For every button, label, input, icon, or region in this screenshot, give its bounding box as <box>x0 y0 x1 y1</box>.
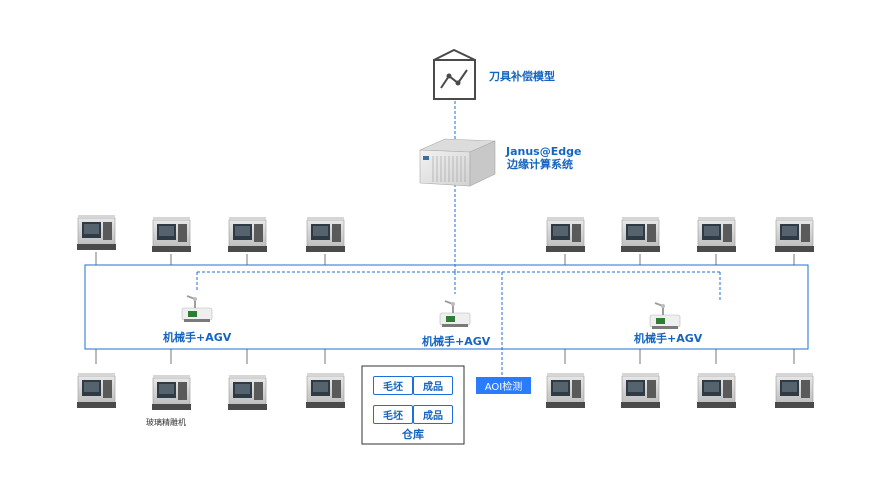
cnc-machine-icon <box>620 216 661 253</box>
cnc-machine-icon <box>696 216 737 253</box>
main-bus-frame <box>84 264 809 350</box>
robot-label: 机械手+AGV <box>634 332 703 345</box>
cnc-machine-icon <box>545 216 586 253</box>
warehouse-item-blank: 毛坯 <box>373 376 413 395</box>
cnc-machine-icon <box>774 216 815 253</box>
cnc-machine-icon <box>696 372 737 409</box>
warehouse-item-blank: 毛坯 <box>373 405 413 424</box>
model-icon <box>433 48 476 100</box>
robot-agv-icon <box>181 295 213 323</box>
machine-label: 玻璃精雕机 <box>146 418 186 427</box>
cnc-machine-icon <box>151 216 192 253</box>
cnc-machine-icon <box>305 372 346 409</box>
cnc-machine-icon <box>774 372 815 409</box>
cnc-machine-icon <box>305 216 346 253</box>
aoi-inspection-badge: AOI检测 <box>476 377 531 394</box>
cnc-machine-icon <box>76 214 117 251</box>
robot-label: 机械手+AGV <box>422 335 491 348</box>
cnc-machine-icon <box>227 216 268 253</box>
machine-connectors <box>95 252 795 364</box>
model-label: 刀具补偿模型 <box>489 70 555 83</box>
edge-server-icon <box>419 138 496 187</box>
warehouse-frame <box>361 365 465 445</box>
warehouse-item-product: 成品 <box>413 376 453 395</box>
robot-label: 机械手+AGV <box>163 331 232 344</box>
connections <box>84 101 809 377</box>
edge-system-label: Janus@Edge边缘计算系统 <box>506 145 582 171</box>
cnc-machine-icon <box>227 374 268 411</box>
robot-agv-icon <box>439 300 471 328</box>
warehouse-item-product: 成品 <box>413 405 453 424</box>
cnc-machine-icon <box>620 372 661 409</box>
cnc-machine-icon <box>76 372 117 409</box>
warehouse-label: 仓库 <box>402 428 424 441</box>
robot-agv-icon <box>649 302 681 330</box>
cnc-machine-icon <box>151 374 192 411</box>
cnc-machine-icon <box>545 372 586 409</box>
